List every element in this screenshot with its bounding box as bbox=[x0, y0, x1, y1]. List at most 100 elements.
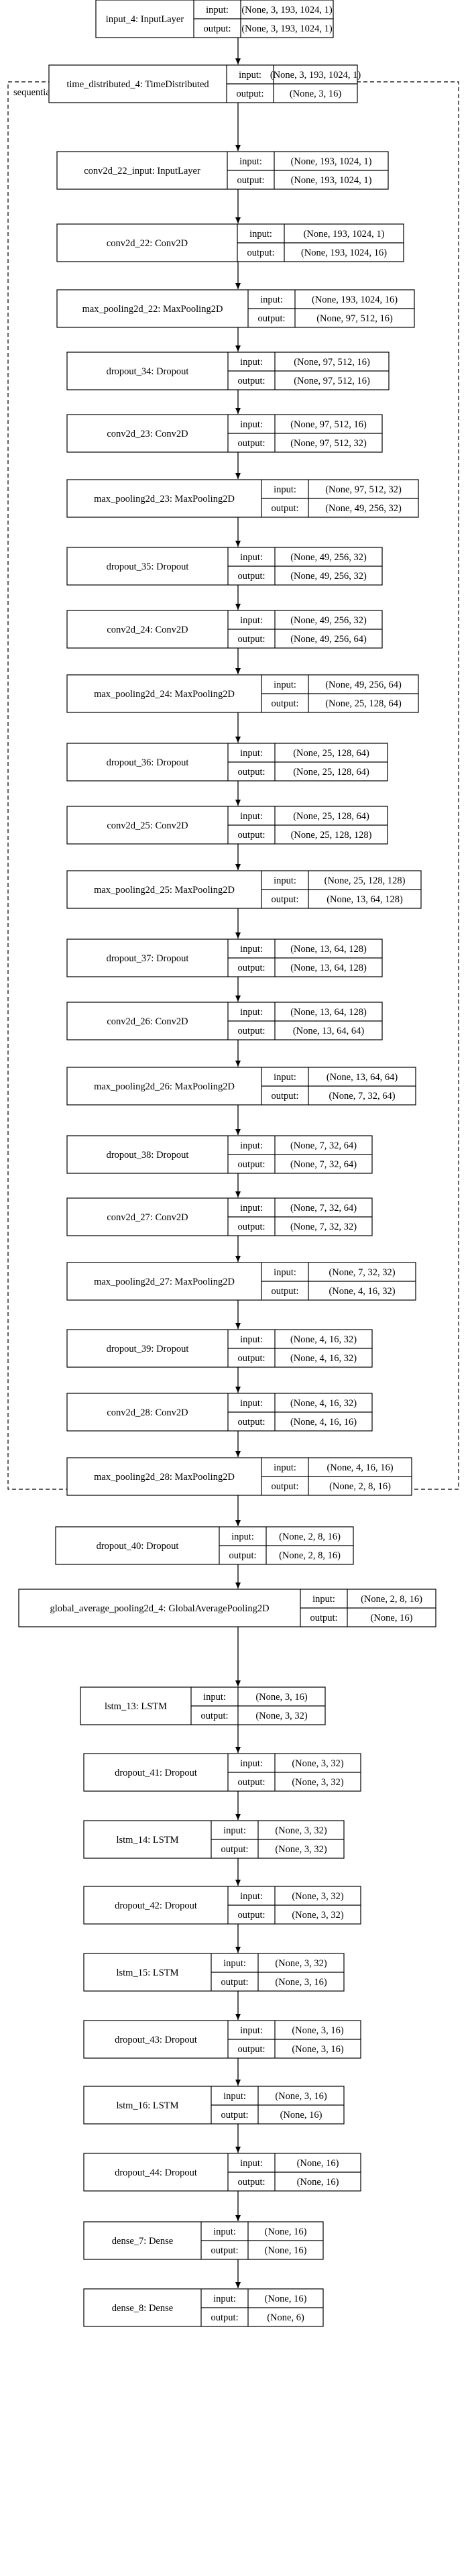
output-shape: (None, 49, 256, 64) bbox=[290, 634, 367, 645]
input-label: input: bbox=[231, 1532, 254, 1542]
output-shape: (None, 97, 512, 16) bbox=[294, 376, 370, 386]
input-label: input: bbox=[240, 811, 263, 822]
input-label: input: bbox=[240, 552, 263, 563]
output-label: output: bbox=[271, 1481, 298, 1492]
input-label: input: bbox=[274, 484, 296, 495]
input-label: input: bbox=[274, 875, 296, 886]
input-shape: (None, 16) bbox=[297, 2158, 339, 2169]
layer-name: max_pooling2d_27: MaxPooling2D bbox=[94, 1277, 235, 1287]
layer-node: time_distributed_4: TimeDistributedinput… bbox=[48, 64, 361, 103]
input-label: input: bbox=[239, 156, 262, 167]
output-label: output: bbox=[237, 1777, 265, 1788]
output-shape: (None, 3, 16) bbox=[275, 1977, 327, 1988]
input-shape: (None, 97, 512, 16) bbox=[290, 419, 367, 430]
input-label: input: bbox=[274, 680, 296, 690]
input-shape: (None, 97, 512, 16) bbox=[294, 357, 370, 368]
output-label: output: bbox=[271, 698, 298, 709]
layer-name: dropout_42: Dropout bbox=[115, 1900, 197, 1911]
output-shape: (None, 3, 32) bbox=[275, 1844, 327, 1855]
layer-name: max_pooling2d_23: MaxPooling2D bbox=[94, 494, 235, 504]
layer-node: global_average_pooling2d_4: GlobalAverag… bbox=[18, 1589, 436, 1627]
input-shape: (None, 3, 32) bbox=[292, 1891, 343, 1902]
layer-name: dropout_34: Dropout bbox=[107, 366, 189, 377]
output-shape: (None, 2, 8, 16) bbox=[279, 1550, 341, 1561]
layer-node: conv2d_22_input: InputLayerinput:output:… bbox=[56, 151, 389, 190]
output-label: output: bbox=[237, 1353, 265, 1364]
layer-name: dense_8: Dense bbox=[112, 2303, 173, 2314]
input-label: input: bbox=[240, 1334, 263, 1345]
input-shape: (None, 25, 128, 128) bbox=[324, 875, 406, 886]
input-shape: (None, 3, 32) bbox=[292, 1758, 343, 1769]
input-shape: (None, 4, 16, 32) bbox=[290, 1334, 357, 1345]
output-label: output: bbox=[237, 376, 265, 386]
input-shape: (None, 7, 32, 32) bbox=[329, 1267, 395, 1278]
output-label: output: bbox=[237, 571, 265, 582]
layer-name: global_average_pooling2d_4: GlobalAverag… bbox=[50, 1603, 269, 1614]
layer-name: lstm_15: LSTM bbox=[116, 1968, 178, 1978]
input-shape: (None, 2, 8, 16) bbox=[361, 1594, 422, 1605]
output-label: output: bbox=[221, 2110, 248, 2121]
input-label: input: bbox=[240, 1891, 263, 1902]
layer-name: conv2d_28: Conv2D bbox=[107, 1407, 188, 1418]
layer-name: max_pooling2d_26: MaxPooling2D bbox=[94, 1081, 235, 1092]
input-label: input: bbox=[223, 2091, 246, 2102]
layer-name: conv2d_25: Conv2D bbox=[107, 820, 188, 831]
input-shape: (None, 3, 32) bbox=[275, 1825, 327, 1836]
output-shape: (None, 97, 512, 16) bbox=[316, 313, 393, 324]
input-label: input: bbox=[240, 419, 263, 430]
output-label: output: bbox=[237, 1159, 265, 1170]
layer-name: conv2d_24: Conv2D bbox=[107, 625, 188, 635]
input-label: input: bbox=[274, 1072, 296, 1083]
input-label: input: bbox=[312, 1594, 335, 1605]
input-shape: (None, 25, 128, 64) bbox=[293, 748, 369, 759]
layer-name: dropout_38: Dropout bbox=[107, 1150, 189, 1161]
output-label: output: bbox=[247, 248, 274, 258]
input-label: input: bbox=[240, 357, 263, 368]
output-label: output: bbox=[237, 2044, 265, 2055]
layer-name: dropout_36: Dropout bbox=[107, 757, 189, 768]
output-shape: (None, 13, 64, 128) bbox=[327, 894, 403, 905]
input-label: input: bbox=[240, 1140, 263, 1151]
output-label: output: bbox=[221, 1977, 248, 1988]
output-shape: (None, 16) bbox=[297, 2177, 339, 2188]
layer-node: dropout_42: Dropout input: output: (None, 3… bbox=[83, 1886, 361, 1925]
layer-name: input_4: InputLayer bbox=[106, 14, 184, 25]
output-label: output: bbox=[237, 1910, 265, 1921]
layer-name: dropout_41: Dropout bbox=[115, 1768, 197, 1778]
input-label: input: bbox=[249, 229, 272, 239]
input-label: input: bbox=[260, 294, 283, 305]
input-shape: (None, 49, 256, 32) bbox=[290, 615, 367, 626]
output-label: output: bbox=[257, 313, 285, 324]
output-shape: (None, 49, 256, 32) bbox=[290, 571, 367, 582]
input-label: input: bbox=[213, 2226, 236, 2237]
output-shape: (None, 13, 64, 128) bbox=[290, 963, 367, 973]
output-label: output: bbox=[203, 23, 231, 34]
layer-node: max_pooling2d_26: MaxPooling2Dinput:outp… bbox=[66, 1067, 416, 1106]
input-shape: (None, 193, 1024, 1) bbox=[304, 229, 385, 239]
input-shape: (None, 16) bbox=[265, 2226, 307, 2237]
input-shape: (None, 3, 16) bbox=[255, 1692, 307, 1703]
input-shape: (None, 97, 512, 32) bbox=[325, 484, 402, 495]
input-shape: (None, 13, 64, 128) bbox=[290, 1007, 367, 1018]
layer-node: max_pooling2d_22: MaxPooling2Dinput:outp… bbox=[56, 289, 415, 328]
output-shape: (None, 4, 16, 16) bbox=[290, 1417, 357, 1428]
layer-node: max_pooling2d_23: MaxPooling2Dinput:outp… bbox=[66, 479, 419, 518]
layer-name: dropout_37: Dropout bbox=[107, 953, 189, 964]
layer-name: max_pooling2d_28: MaxPooling2D bbox=[94, 1472, 235, 1483]
layer-name: dense_7: Dense bbox=[112, 2236, 173, 2247]
output-label: output: bbox=[310, 1613, 337, 1623]
layer-name: lstm_14: LSTM bbox=[116, 1835, 178, 1845]
output-shape: (None, 4, 16, 32) bbox=[329, 1286, 395, 1297]
